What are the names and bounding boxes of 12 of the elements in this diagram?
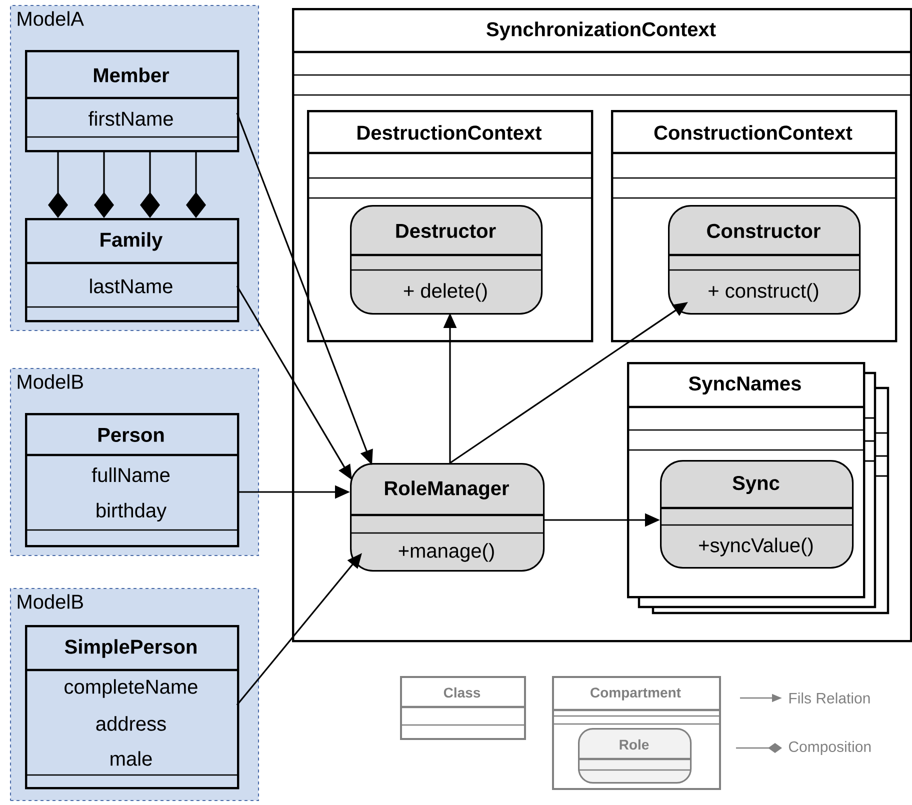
class-box: Member firstName	[25, 50, 240, 152]
role-box: Constructor + construct()	[668, 205, 861, 315]
legend-class-box: Class	[400, 676, 526, 740]
legend-label: Fils Relation	[789, 692, 870, 704]
role-box: RoleManager +manage()	[350, 463, 545, 572]
legend-label: Composition	[788, 741, 871, 755]
class-box: Person fullName birthday	[25, 413, 240, 548]
class-box: Family lastName	[25, 218, 240, 322]
legend-role-box: Role	[578, 728, 692, 784]
role-box: Sync +syncValue()	[660, 460, 854, 569]
role-box: Destructor + delete()	[350, 205, 543, 315]
class-box: SimplePerson completeName address male	[25, 625, 240, 790]
